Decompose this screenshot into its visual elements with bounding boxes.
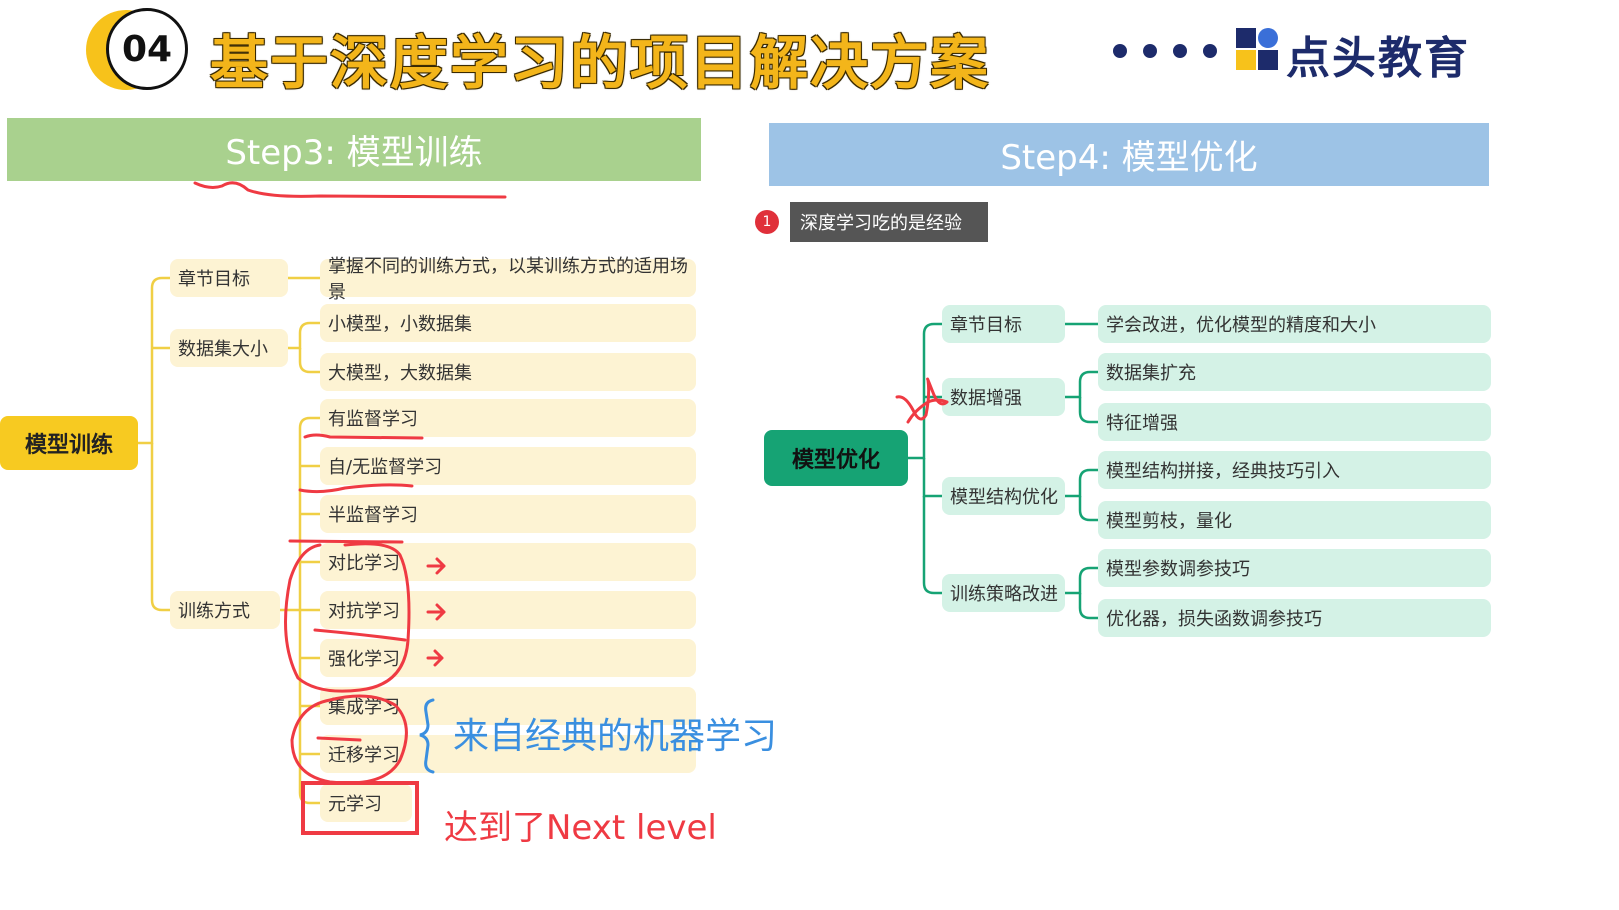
leaf-transfer: 迁移学习 [320,735,696,773]
comment-bubble[interactable]: 深度学习吃的是经验 [790,202,988,242]
comment-marker[interactable]: 1 [755,210,779,234]
leaf-large-dataset: 大模型，大数据集 [320,353,696,391]
leaf-prune-quantize: 模型剪枝，量化 [1098,501,1491,539]
logo-text: 点头教育 [1286,33,1470,84]
annotation-next-level: 达到了Next level [444,808,717,848]
leaf-adversarial: 对抗学习 [320,591,696,629]
step3-bar: Step3: 模型训练 [7,118,701,181]
leaf-optimize-goal: 学会改进，优化模型的精度和大小 [1098,305,1491,343]
annotation-classic-ml: 来自经典的机器学习 [453,716,778,757]
leaf-reinforcement: 强化学习 [320,639,696,677]
circle-contrast-group [284,542,411,693]
step3-label: Step3: 模型训练 [225,133,483,173]
section-number: 04 [121,28,173,70]
comment-text: 深度学习吃的是经验 [800,213,962,234]
leaf-ensemble: 集成学习 [320,687,696,725]
step3-branch-dataset: 数据集大小 [170,329,288,367]
leaf-supervised: 有监督学习 [320,399,696,437]
strike-adversarial [313,628,407,642]
step3-root-node: 模型训练 [0,416,138,470]
decorative-dots [1113,43,1233,62]
title-badge: 04 [106,8,188,90]
leaf-small-dataset: 小模型，小数据集 [320,304,696,342]
arrow-3 [426,649,444,667]
box-meta-learning [301,781,419,835]
leaf-feature-augment: 特征增强 [1098,403,1491,441]
leaf-contrastive: 对比学习 [320,543,696,581]
page-title: 基于深度学习的项目解决方案 [210,29,991,97]
arrow-2 [426,603,446,621]
step4-label: Step4: 模型优化 [1000,138,1258,178]
leaf-optimizer-tuning: 优化器，损失函数调参技巧 [1098,599,1491,637]
step4-branch-strategy: 训练策略改进 [942,574,1065,612]
arrow-1 [426,557,446,575]
step3-branch-goal: 章节目标 [170,259,288,297]
step4-root-node: 模型优化 [764,430,908,486]
leaf-param-tuning: 模型参数调参技巧 [1098,549,1491,587]
leaf-semi-supervised: 半监督学习 [320,495,696,533]
leaf-dataset-expand: 数据集扩充 [1098,353,1491,391]
step4-branch-augment: 数据增强 [942,378,1065,416]
brace-classic [419,698,435,774]
step4-branch-structure: 模型结构优化 [942,477,1065,515]
logo-icon [1236,28,1278,70]
leaf-structure-stitch: 模型结构拼接，经典技巧引入 [1098,451,1491,489]
leaf-meta: 元学习 [320,784,412,822]
leaf-goal: 掌握不同的训练方式，以某训练方式的适用场景 [320,256,696,303]
leaf-unsupervised: 自/无监督学习 [320,447,696,485]
step4-branch-goal: 章节目标 [942,305,1065,343]
underline-unsupervised [298,483,414,494]
step3-branch-method: 训练方式 [170,591,280,629]
divider-line [288,539,404,544]
circle-ensemble-group [290,694,408,785]
underline-step3 [193,181,507,199]
strike-transfer [316,736,362,742]
star-mark [895,377,949,424]
step4-bar: Step4: 模型优化 [769,123,1489,186]
underline-supervised [303,433,424,440]
